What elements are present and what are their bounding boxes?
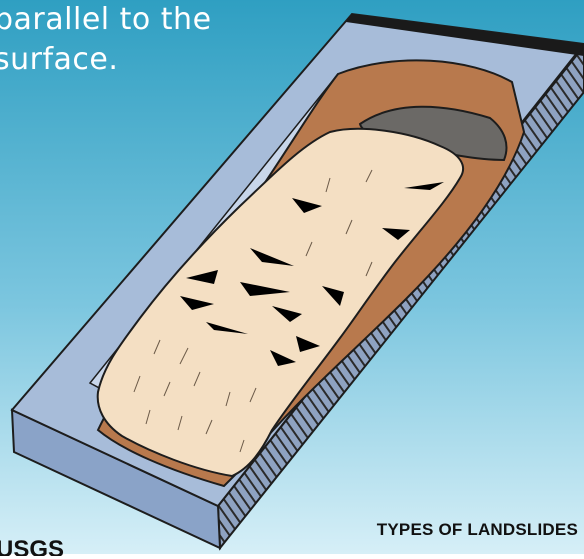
footer-logo-fragment: USGS [0, 538, 88, 556]
footer-label: TYPES OF LANDSLIDES [377, 520, 578, 540]
caption-line-2: surface. [0, 42, 118, 77]
caption-line-1: parallel to the [0, 2, 212, 37]
